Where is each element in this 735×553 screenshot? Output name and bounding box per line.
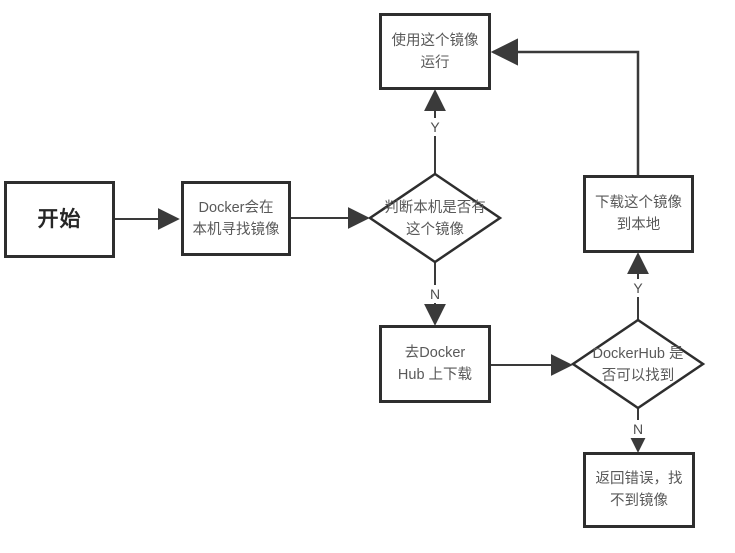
edge-label-local-no: N [424,285,446,303]
decision-hub-diamond [570,318,706,410]
node-start-label: 开始 [37,207,82,231]
connector-download-to-use [490,38,640,175]
node-use-image-line1: 使用这个镜像 [391,32,479,49]
node-download-image: 下载这个镜像 到本地 [583,175,694,253]
node-start: 开始 [4,181,115,258]
node-use-image: 使用这个镜像 运行 [379,13,491,90]
node-go-dockerhub: 去Docker Hub 上下载 [379,325,491,403]
node-download-image-line1: 下载这个镜像 [595,195,682,211]
node-download-image-line2: 到本地 [616,217,661,233]
edge-label-local-yes: Y [424,118,446,136]
node-return-error-line2: 不到镜像 [610,493,668,509]
node-search-local: Docker会在 本机寻找镜像 [181,181,291,256]
node-go-dockerhub-line1: 去Docker [404,345,466,361]
node-return-error: 返回错误，找 不到镜像 [583,452,695,528]
decision-local-diamond [367,172,503,264]
node-return-error-line1: 返回错误，找 [595,471,683,487]
edge-label-hub-no: N [627,420,649,438]
node-go-dockerhub-line2: Hub 上下载 [397,367,473,383]
node-use-image-line2: 运行 [420,54,450,71]
node-search-local-line2: 本机寻找镜像 [192,221,280,238]
node-search-local-line1: Docker会在 [198,199,274,216]
edge-label-hub-yes: Y [627,279,649,297]
